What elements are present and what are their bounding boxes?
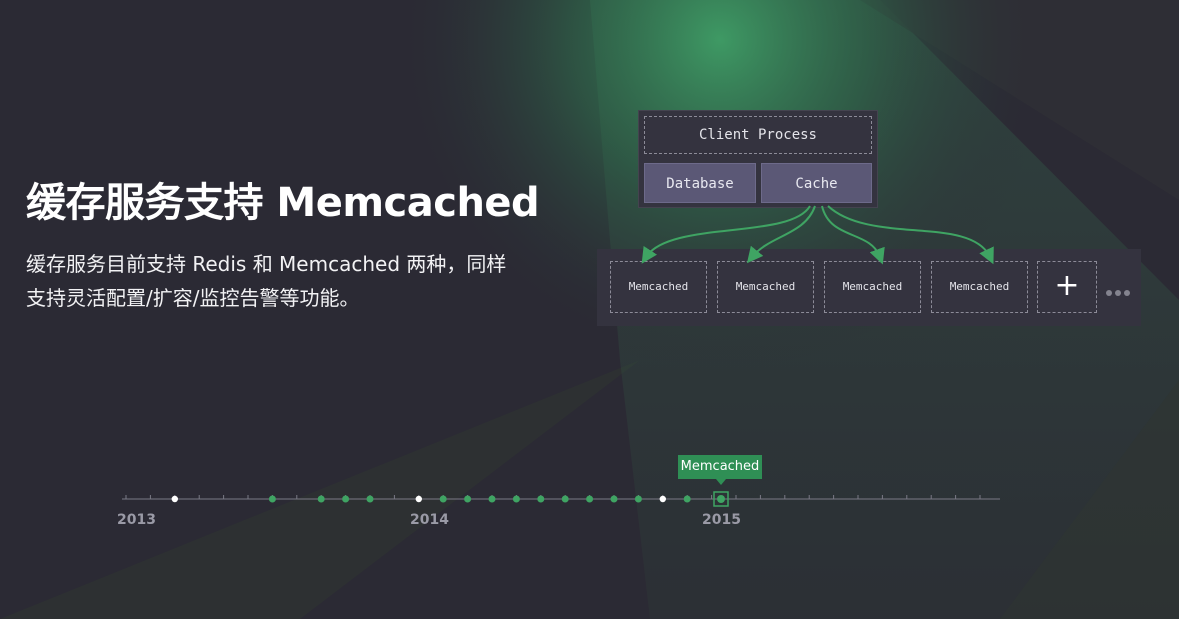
cache-module: Cache — [761, 163, 872, 203]
client-process-box: Client Process — [644, 116, 872, 154]
timeline-event-dot — [683, 495, 691, 503]
timeline-event-dot — [561, 495, 569, 503]
timeline-tooltip: Memcached — [678, 455, 762, 485]
architecture-box: Client Process Database Cache — [638, 110, 878, 208]
database-module: Database — [644, 163, 756, 203]
timeline-event-dot — [586, 495, 594, 503]
timeline-year-dot — [171, 495, 178, 503]
timeline-year-2014: 2014 — [410, 512, 449, 528]
timeline-active-dot — [717, 495, 725, 503]
timeline-year-2015: 2015 — [702, 512, 741, 528]
timeline-event-dot — [268, 495, 276, 503]
plus-icon[interactable]: + — [1037, 261, 1097, 313]
description-line-2: 支持灵活配置/扩容/监控告警等功能。 — [26, 286, 360, 310]
hero-section: 缓存服务支持 Memcached 缓存服务目前支持 Redis 和 Memcac… — [26, 175, 586, 315]
memcached-node-1: Memcached — [610, 261, 707, 313]
timeline-event-dot — [366, 495, 374, 503]
memcached-server-row: Memcached Memcached Memcached Memcached … — [597, 249, 1141, 326]
hero-description: 缓存服务目前支持 Redis 和 Memcached 两种，同样 支持灵活配置/… — [26, 247, 566, 315]
page-title: 缓存服务支持 Memcached — [26, 180, 540, 226]
timeline-active-marker — [713, 491, 729, 507]
timeline-year-2013: 2013 — [117, 512, 156, 528]
timeline-event-dot — [317, 495, 325, 503]
ellipsis-icon — [1106, 285, 1133, 299]
timeline-event-dot — [537, 495, 545, 503]
timeline-event-dot — [342, 495, 350, 503]
timeline-event-dot — [634, 495, 642, 503]
timeline-year-dot — [415, 495, 422, 503]
timeline-event-dot — [439, 495, 447, 503]
description-line-1: 缓存服务目前支持 Redis 和 Memcached 两种，同样 — [26, 252, 507, 276]
timeline-event-dot — [464, 495, 472, 503]
timeline-event-dot — [512, 495, 520, 503]
timeline-year-dot — [659, 495, 666, 503]
timeline-event-dot — [488, 495, 496, 503]
memcached-node-2: Memcached — [717, 261, 814, 313]
timeline-event-dot — [610, 495, 618, 503]
